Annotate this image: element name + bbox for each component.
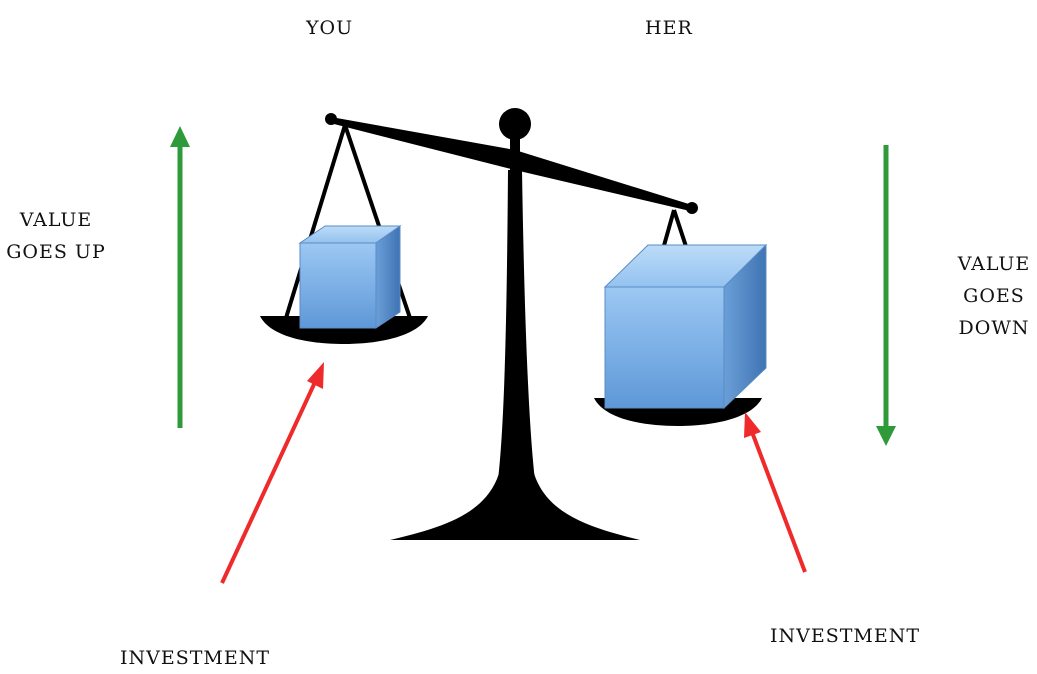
label-value-goes-up: VALUE GOES UP — [6, 204, 106, 268]
label-you: YOU — [306, 17, 354, 39]
arrow-diagonal-icon — [744, 412, 807, 573]
right-box — [603, 243, 768, 410]
left-string-1 — [284, 124, 347, 319]
label-investment-right: INVESTMENT — [770, 625, 921, 647]
scale-base — [390, 470, 640, 540]
value-up-line2: GOES UP — [6, 241, 106, 263]
label-investment-left: INVESTMENT — [120, 647, 271, 669]
label-value-goes-down: VALUE GOES DOWN — [948, 248, 1037, 344]
arrow-down-icon — [876, 145, 896, 446]
scale-column — [498, 170, 535, 480]
value-down-line2: GOES — [963, 285, 1025, 307]
arrow-diagonal-icon — [220, 362, 324, 584]
scale-beam — [330, 117, 692, 211]
scale-knob — [499, 108, 531, 140]
arrow-up-icon — [170, 126, 190, 428]
value-up-line1: VALUE — [19, 209, 93, 231]
label-her: HER — [645, 17, 693, 39]
left-box — [298, 225, 402, 329]
value-down-line3: DOWN — [958, 317, 1030, 339]
value-down-line1: VALUE — [957, 253, 1031, 275]
